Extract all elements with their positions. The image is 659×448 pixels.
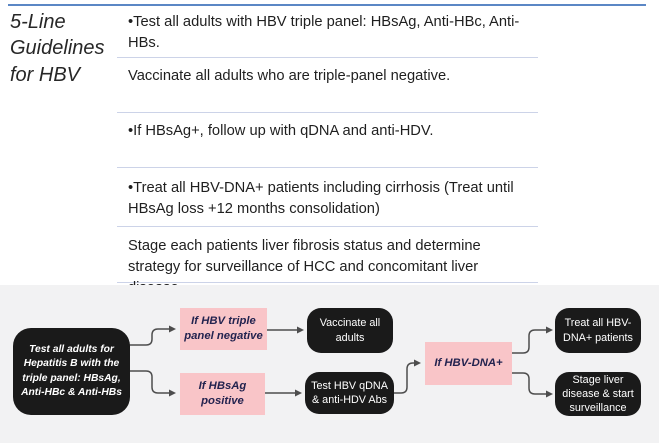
node-if-triple-panel-negative: If HBV triple panel negative: [180, 308, 267, 350]
guideline-item: •Test all adults with HBV triple panel: …: [117, 4, 538, 58]
node-vaccinate-all-adults: Vaccinate all adults: [307, 308, 393, 353]
node-if-hbv-dna-positive: If HBV-DNA+: [425, 342, 512, 385]
node-test-qdna-hdv: Test HBV qDNA & anti-HDV Abs: [305, 372, 394, 414]
node-stage-liver-disease: Stage liver disease & start surveillance: [555, 372, 641, 416]
guideline-item: Vaccinate all adults who are triple-pane…: [117, 58, 538, 113]
node-treat-hbv-dna-patients: Treat all HBV-DNA+ patients: [555, 308, 641, 353]
guideline-item: •If HBsAg+, follow up with qDNA and anti…: [117, 113, 538, 168]
top-accent-line: [8, 4, 646, 6]
arrow-test-to-hbv-dna: [394, 359, 421, 394]
arrow-hbv-dna-to-treat: [512, 326, 553, 354]
guideline-item: Stage each patients liver fibrosis statu…: [117, 227, 538, 296]
slide-title: 5-Line Guidelines for HBV: [10, 11, 105, 86]
node-if-hbsag-positive: If HBsAg positive: [180, 373, 265, 415]
node-start-test-all-adults: Test all adults for Hepatitis B with the…: [13, 328, 130, 415]
arrow-start-to-hbsag-positive: [128, 370, 176, 397]
guideline-item: •Treat all HBV-DNA+ patients including c…: [117, 168, 538, 227]
guidelines-list: •Test all adults with HBV triple panel: …: [117, 4, 538, 296]
flowchart-panel: Test all adults for Hepatitis B with the…: [0, 285, 659, 443]
arrow-start-to-triple-negative: [128, 325, 176, 346]
arrow-hbv-dna-to-stage: [512, 372, 553, 398]
